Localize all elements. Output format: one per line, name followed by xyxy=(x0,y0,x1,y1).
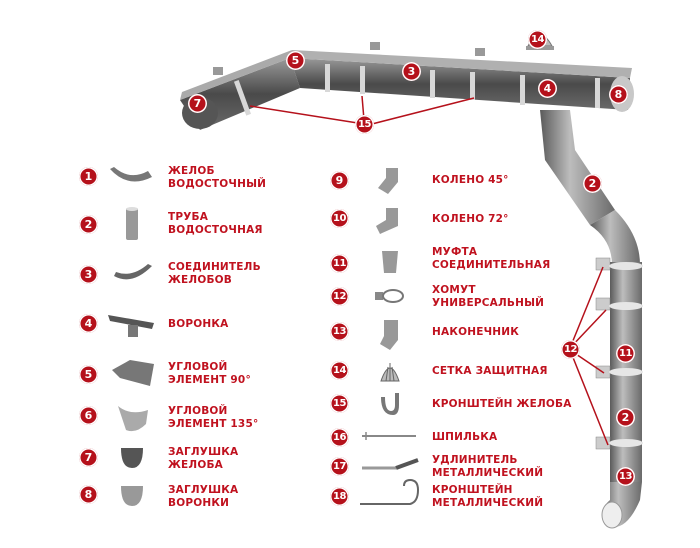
item-label-line: ЖЕЛОБОВ xyxy=(168,274,233,286)
callout-badge: 12 xyxy=(561,340,580,359)
item-number-badge: 17 xyxy=(330,457,349,476)
callout-badge: 11 xyxy=(616,344,635,363)
item-label-line: СОЕДИНИТЕЛЬНАЯ xyxy=(432,259,551,271)
callout-badge: 14 xyxy=(528,30,547,49)
callout-badge: 2 xyxy=(583,174,602,193)
gutter-icon xyxy=(110,167,152,182)
item-number-badge: 2 xyxy=(79,215,98,234)
item-label-line: МЕТАЛЛИЧЕСКИЙ xyxy=(432,467,544,479)
item-label-line: УДЛИНИТЕЛЬ xyxy=(432,454,518,466)
coupling-icon xyxy=(382,251,398,273)
item-label-line: СЕТКА ЗАЩИТНАЯ xyxy=(432,365,548,377)
item-number-badge: 8 xyxy=(79,485,98,504)
leaf-guard-icon xyxy=(380,363,400,382)
item-label-line: ЭЛЕМЕНТ 90° xyxy=(168,374,251,386)
item-number-badge: 3 xyxy=(79,265,98,284)
item-label-line: МЕТАЛЛИЧЕСКИЙ xyxy=(432,497,544,509)
item-number-badge: 12 xyxy=(330,287,349,306)
item-label-line: УГЛОВОЙ xyxy=(168,405,228,417)
item-number-badge: 13 xyxy=(330,322,349,341)
gutter-bracket-icon xyxy=(381,393,399,415)
item-label-line: ВОРОНКИ xyxy=(168,497,230,509)
callout-badge: 8 xyxy=(609,85,628,104)
downpipe-bend xyxy=(590,210,640,265)
item-label-line: КРОНШТЕЙН xyxy=(432,484,513,496)
item-label-line: ЖЕЛОБА xyxy=(168,459,224,471)
callout-badge: 5 xyxy=(286,51,305,70)
funnel-end-cap-icon xyxy=(121,486,143,506)
item-number-badge: 1 xyxy=(79,167,98,186)
item-label-line: ШПИЛЬКА xyxy=(432,431,498,443)
item-number-badge: 6 xyxy=(79,406,98,425)
callout-badge: 15 xyxy=(355,115,374,134)
callout-badge: 3 xyxy=(402,62,421,81)
item-label-line: ВОРОНКА xyxy=(168,318,229,330)
pipe-clamp-icon xyxy=(375,289,404,303)
item-label-line: ВОДОСТОЧНАЯ xyxy=(168,224,263,236)
item-number-badge: 5 xyxy=(79,365,98,384)
downpipe-icon xyxy=(126,207,138,240)
item-label-line: ХОМУТ xyxy=(432,284,476,296)
item-label-line: УНИВЕРСАЛЬНЫЙ xyxy=(432,297,545,309)
item-number-badge: 15 xyxy=(330,394,349,413)
item-label-line: УГЛОВОЙ xyxy=(168,361,228,373)
callout-badge: 2 xyxy=(616,408,635,427)
item-label-line: КОЛЕНО 45° xyxy=(432,174,509,186)
callout-badge: 13 xyxy=(616,467,635,486)
callout-badge: 4 xyxy=(538,79,557,98)
corner-135-icon xyxy=(118,406,148,432)
item-label-line: МУФТА xyxy=(432,246,478,258)
gutter-end-cap-icon xyxy=(121,448,143,468)
elbow-72-icon xyxy=(376,208,398,234)
item-label-line: ЗАГЛУШКА xyxy=(168,484,239,496)
item-label-line: СОЕДИНИТЕЛЬ xyxy=(168,261,261,273)
item-number-badge: 9 xyxy=(330,171,349,190)
metal-bracket-icon xyxy=(360,478,420,505)
item-label-line: КРОНШТЕЙН ЖЕЛОБА xyxy=(432,398,572,410)
item-number-badge: 18 xyxy=(330,487,349,506)
item-number-badge: 14 xyxy=(330,361,349,380)
extension-icon xyxy=(362,458,419,470)
downpipe-upper xyxy=(540,110,615,225)
corner-90-icon xyxy=(112,360,154,386)
elbow-45-icon xyxy=(378,168,398,194)
item-label-line: ТРУБА xyxy=(168,211,209,223)
item-number-badge: 7 xyxy=(79,448,98,467)
item-label-line: НАКОНЕЧНИК xyxy=(432,326,520,338)
outlet-icon xyxy=(380,320,398,350)
item-number-badge: 16 xyxy=(330,428,349,447)
item-number-badge: 10 xyxy=(330,209,349,228)
item-label-line: ВОДОСТОЧНЫЙ xyxy=(168,178,267,190)
stud-icon xyxy=(362,432,416,440)
item-number-badge: 11 xyxy=(330,254,349,273)
item-label-line: ЖЕЛОБ xyxy=(168,165,215,177)
gutter-connector-icon xyxy=(114,264,152,280)
callout-badge: 7 xyxy=(188,94,207,113)
item-label-line: ЗАГЛУШКА xyxy=(168,446,239,458)
item-label-line: КОЛЕНО 72° xyxy=(432,213,509,225)
item-label-line: ЭЛЕМЕНТ 135° xyxy=(168,418,259,430)
item-number-badge: 4 xyxy=(79,314,98,333)
funnel-icon xyxy=(108,315,154,337)
